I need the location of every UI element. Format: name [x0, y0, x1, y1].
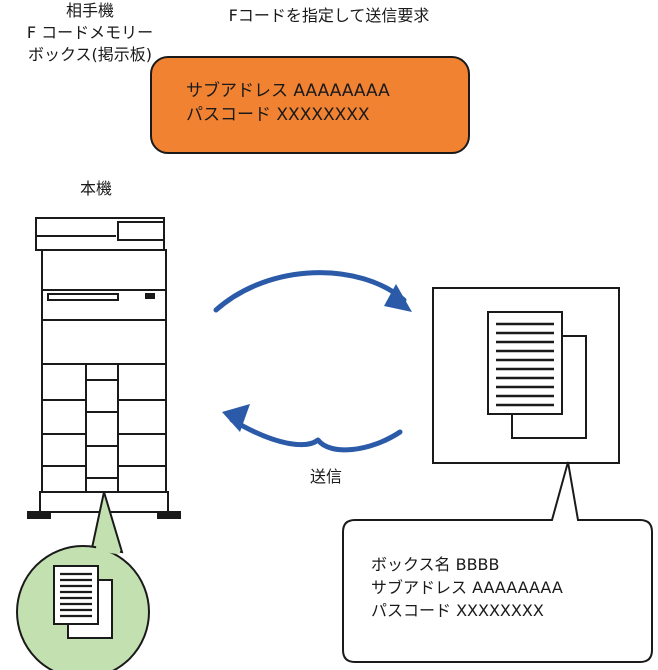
callout-subaddress: サブアドレス AAAAAAAA	[371, 578, 563, 597]
request-title: Fコードを指定して送信要求	[228, 6, 430, 25]
transmit-arrowhead-icon	[222, 404, 250, 432]
box-info-callout	[342, 461, 653, 663]
transmit-label: 送信	[309, 467, 342, 486]
printer-icon	[27, 217, 181, 519]
callout-passcode: パスコード XXXXXXXX	[371, 601, 544, 620]
remote-label-line1: 相手機	[65, 1, 114, 20]
request-arrow	[213, 270, 407, 313]
request-box: サブアドレス AAAAAAAA パスコード XXXXXXXX	[150, 56, 470, 154]
request-passcode: パスコード XXXXXXXX	[186, 105, 370, 125]
callout-text: ボックス名 BBBB サブアドレス AAAAAAAA パスコード XXXXXXX…	[371, 553, 563, 622]
stored-documents-bubble	[16, 491, 150, 670]
request-arrowhead-icon	[384, 284, 412, 312]
document-icon	[53, 565, 113, 639]
transmit-arrow	[229, 417, 403, 453]
remote-document-icon	[487, 311, 587, 439]
request-subaddress: サブアドレス AAAAAAAA	[186, 81, 390, 101]
this-machine-label: 本機	[79, 179, 112, 198]
callout-box-name: ボックス名 BBBB	[371, 555, 500, 574]
remote-label-line2: F コードメモリー	[26, 23, 154, 42]
remote-label-line3: ボックス(掲示板)	[27, 45, 152, 64]
